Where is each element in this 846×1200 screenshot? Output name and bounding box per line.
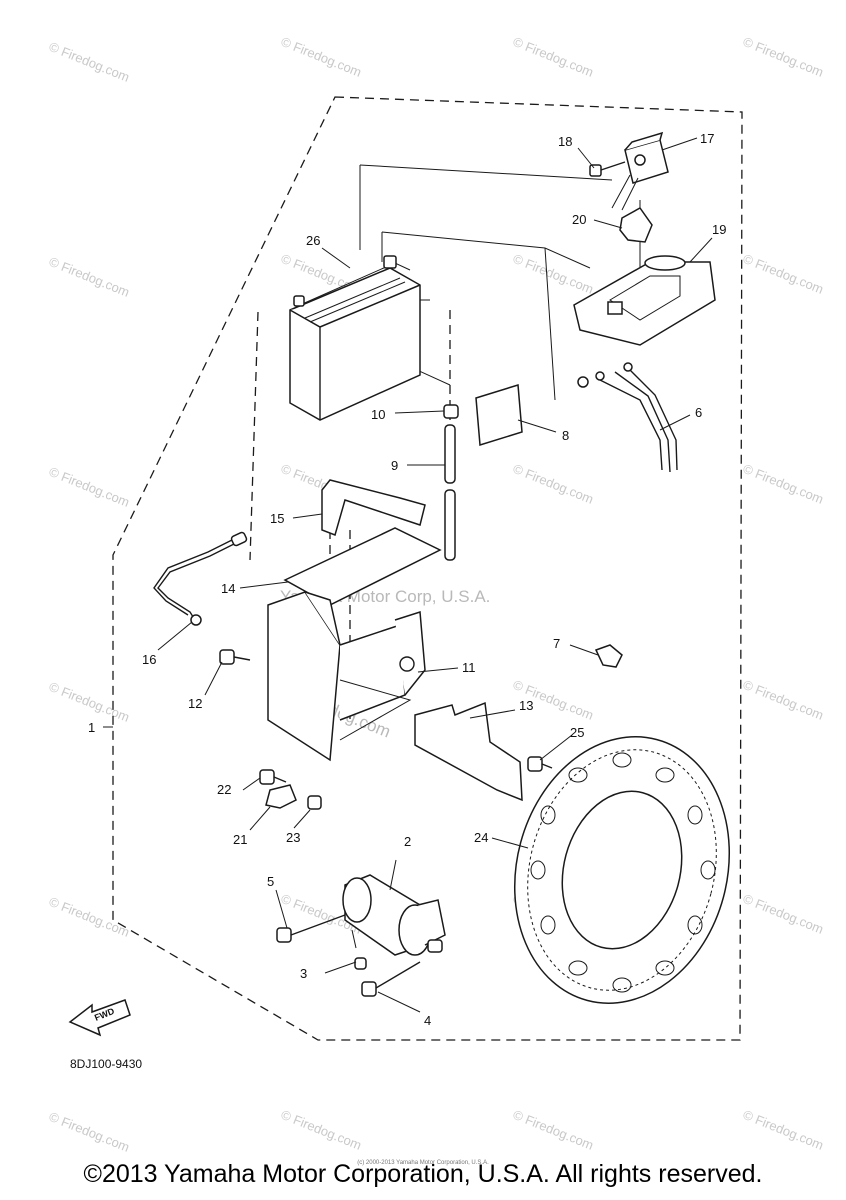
callout-22: 22: [217, 782, 231, 797]
callout-15: 15: [270, 511, 284, 526]
relay-cover: [573, 255, 716, 346]
callout-25: 25: [570, 725, 584, 740]
callout-16: 16: [142, 652, 156, 667]
bolt-4: [361, 961, 421, 997]
callout-leaders: [103, 137, 713, 1013]
callout-labels: 1 2 3 4 5 6 7 8 9 10 11 12 13 14 15 16 1…: [88, 131, 726, 1028]
watermark-text: © Firedog.com: [741, 461, 826, 507]
watermark-text: © Firedog.com: [47, 464, 132, 510]
watermark-text: © Firedog.com: [47, 894, 132, 940]
watermark-text: © Firedog.com: [279, 34, 364, 80]
battery-damper: [443, 404, 459, 419]
watermark-text: © Firedog.com: [47, 679, 132, 725]
bolt-5: [276, 914, 346, 943]
breather-hose: [444, 424, 456, 561]
watermark-text: © Firedog.com: [47, 1109, 132, 1155]
nut-23: [307, 795, 322, 810]
bolt-22: [259, 769, 287, 785]
callout-19: 20: [572, 212, 586, 227]
negative-lead: [153, 531, 248, 626]
callout-9: 9: [391, 458, 398, 473]
lead-terminal: [265, 784, 297, 809]
copyright-footer: ©2013 Yamaha Motor Corporation, U.S.A. A…: [83, 1160, 763, 1188]
watermark-text: © Firedog.com: [741, 251, 826, 297]
callout-5: 5: [267, 874, 274, 889]
watermark-text: © Firedog.com: [511, 34, 596, 80]
callout-6: 6: [695, 405, 702, 420]
bolt-12: [219, 649, 251, 665]
callout-3: 3: [300, 966, 307, 981]
watermark-text: © Firedog.com: [741, 891, 826, 937]
callout-13: 13: [519, 698, 533, 713]
clamp: [594, 644, 623, 668]
wire-harness: [577, 362, 678, 473]
callout-23: 23: [286, 830, 300, 845]
starter-relay: [611, 131, 669, 211]
watermark-text: © Firedog.com: [741, 1107, 826, 1153]
callout-2: 2: [404, 834, 411, 849]
callout-7: 7: [553, 636, 560, 651]
watermark-text: © Firedog.com: [511, 461, 596, 507]
battery-band: [321, 479, 426, 536]
callout-11: 11: [462, 660, 476, 675]
callout-10: 10: [371, 407, 385, 422]
watermark-text: © Firedog.com: [511, 251, 596, 297]
watermark-text: © Firedog.com: [47, 254, 132, 300]
callout-8: 8: [562, 428, 569, 443]
diagram-code: 8DJ100-9430: [70, 1057, 142, 1071]
callout-4: 4: [424, 1013, 431, 1028]
ring-gear: [513, 736, 731, 1004]
callout-18: 18: [558, 134, 572, 149]
nut-3: [354, 957, 367, 970]
watermark-text: © Firedog.com: [741, 34, 826, 80]
assembly-boundary: [112, 96, 743, 1041]
screw-18: [589, 161, 626, 177]
callout-20: 19: [712, 222, 726, 237]
watermark-text: © Firedog.com: [279, 1107, 364, 1153]
battery: [289, 255, 421, 421]
battery-plate: [414, 701, 523, 802]
callout-12: 12: [188, 696, 202, 711]
callout-17: 17: [700, 131, 714, 146]
battery-box: [267, 591, 426, 762]
callout-24: 24: [474, 830, 488, 845]
watermark-text: © Firedog.com: [47, 39, 132, 85]
battery-pad: [475, 384, 523, 446]
relay-bracket: [619, 207, 653, 243]
watermark-text: © Firedog.com: [511, 1107, 596, 1153]
bolt-25: [527, 756, 553, 772]
starter-motor: [342, 874, 446, 956]
callout-21: 21: [233, 832, 247, 847]
forward-arrow-icon: FWD: [68, 999, 131, 1037]
callout-1: 1: [88, 720, 95, 735]
callout-26: 26: [306, 233, 320, 248]
watermark-text: © Firedog.com: [741, 677, 826, 723]
callout-14: 14: [221, 581, 235, 596]
tiny-copyright-note: (c) 2000-2013 Yamaha Motor Corporation, …: [357, 1160, 489, 1166]
ring-gear-holes: [530, 752, 716, 993]
